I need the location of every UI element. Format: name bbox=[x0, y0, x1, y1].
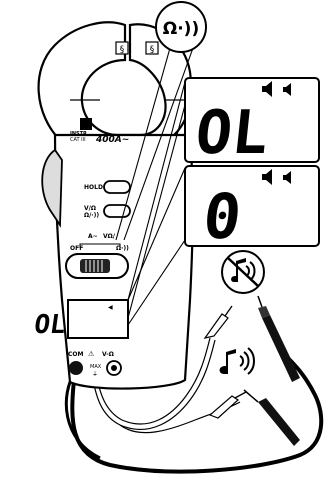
max-label: MAX bbox=[90, 364, 102, 370]
display-short-reading: 0 bbox=[200, 180, 245, 253]
speaker-icon bbox=[262, 81, 272, 97]
hold-label: HOLD bbox=[84, 184, 103, 191]
clamp-meter: § § INSTR CAT III 400A~ HOLD V/Ω Ω/·)) O… bbox=[32, 21, 194, 390]
jaw-mark-left-box bbox=[80, 118, 92, 130]
mode-callout: Ω·)) bbox=[155, 1, 207, 53]
beep-indicator-icon bbox=[283, 83, 291, 96]
speaker-icon-2 bbox=[262, 169, 272, 185]
com-label: COM bbox=[68, 351, 84, 358]
com-jack[interactable] bbox=[69, 361, 83, 375]
dial-off-label: OFF bbox=[70, 245, 83, 252]
meter-grip bbox=[41, 148, 63, 228]
select-button[interactable] bbox=[103, 204, 131, 218]
beep-indicator-icon-2 bbox=[283, 171, 291, 184]
jaw-mark-right bbox=[145, 41, 159, 55]
test-probe-red-lower bbox=[208, 391, 247, 419]
max-sub-label: ⏚ bbox=[92, 371, 98, 378]
brand-line-1: INSTR bbox=[70, 131, 87, 137]
hold-button[interactable] bbox=[103, 180, 131, 194]
brand-line-2: CAT III bbox=[70, 137, 86, 143]
switch-knob[interactable] bbox=[80, 259, 110, 273]
meter-lcd-beep-indicator: ◀ bbox=[108, 304, 113, 311]
vsel-label-1: V/Ω bbox=[84, 205, 96, 212]
vsel-label-2: Ω/·)) bbox=[84, 212, 99, 219]
meter-lcd-reading: OL bbox=[32, 310, 67, 340]
no-sound-icon bbox=[221, 250, 265, 294]
jaw-mark-left-label: § bbox=[120, 45, 125, 55]
display-callout-short: 0 bbox=[184, 165, 320, 253]
test-probe-black-lower bbox=[243, 389, 300, 446]
dial-amps-label: A~ bbox=[88, 233, 98, 240]
jaw-mark-right-label: § bbox=[150, 45, 155, 55]
v-ohm-label: V-Ω bbox=[102, 351, 114, 358]
dial-continuity-label: Ω·)) bbox=[116, 245, 129, 252]
display-callout-open: OL bbox=[184, 77, 320, 168]
display-open-reading: OL bbox=[192, 98, 272, 168]
warning-label: ⚠ bbox=[88, 350, 95, 358]
mode-symbol: Ω·)) bbox=[163, 19, 199, 39]
meter-lcd bbox=[67, 299, 129, 339]
callout-lines bbox=[115, 47, 194, 326]
jaw-mark-left bbox=[115, 41, 129, 55]
test-probe-red-upper bbox=[203, 305, 233, 339]
dial-volts-label: VΩ/ bbox=[103, 233, 116, 240]
test-probe-black-tip bbox=[257, 295, 300, 382]
range-label: 400A~ bbox=[95, 135, 129, 145]
sound-icon bbox=[219, 347, 255, 375]
